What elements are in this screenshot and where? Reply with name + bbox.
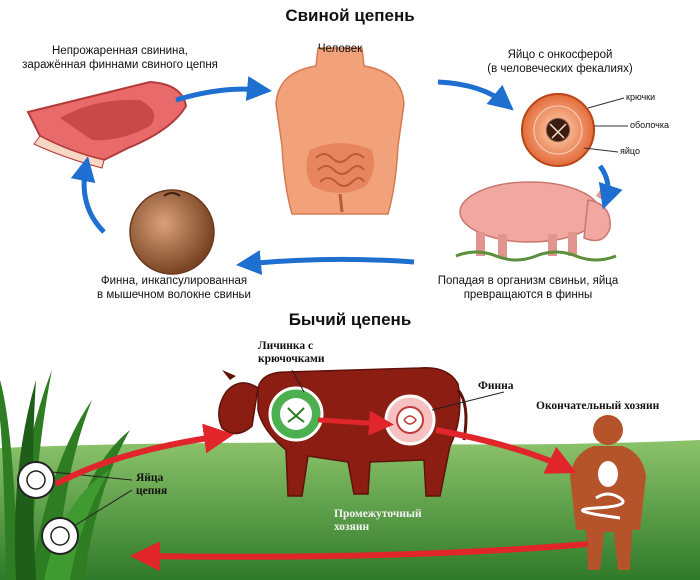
larva-label-line2: крючочками — [258, 353, 325, 365]
finna-label: Финна — [478, 380, 514, 392]
tapeworm-eggs-label-line2: цепня — [136, 485, 168, 497]
final-host-label: Окончательный хозяин — [536, 400, 660, 412]
egg-label-line1: Яйцо с онкосферой — [507, 49, 613, 61]
egg-label-line2: (в человеческих фекалиях) — [487, 63, 633, 75]
oncosphere-egg-illustration — [521, 93, 628, 167]
egg-part-hooks: крючки — [626, 92, 656, 102]
larva-label-line1: Личинка с — [258, 340, 314, 352]
intermediate-host-label: Промежуточный хозяин — [334, 508, 464, 534]
pork-cycle-arrows — [70, 76, 623, 276]
pork-meat-label: Непрожаренная свинина, заражённая финнам… — [2, 44, 238, 72]
final-host-illustration — [570, 415, 646, 570]
pig-label-line1: Попадая в организм свиньи, яйца — [437, 275, 619, 287]
ground — [0, 440, 700, 580]
egg-label: Яйцо с онкосферой (в человеческих фекали… — [470, 48, 650, 76]
pork-meat-label-line1: Непрожаренная свинина, — [52, 45, 188, 57]
pork-tapeworm-title: Свиной цепень — [285, 6, 415, 25]
larva-label: Личинка с крючочками — [258, 340, 358, 366]
tapeworm-eggs-label: Яйца цепня — [136, 472, 167, 498]
pig-label-line2: превращаются в финны — [463, 289, 593, 301]
tapeworm-eggs-label-line1: Яйца — [136, 472, 164, 484]
cow-illustration — [218, 367, 505, 497]
pig-label: Попадая в организм свиньи, яйца превраща… — [420, 274, 636, 302]
egg-part-egg: яйцо — [620, 146, 640, 156]
tapeworm-eggs-illustration — [17, 461, 133, 555]
intermediate-host-label-line2: хозяин — [334, 521, 370, 533]
cyst-label-line2: в мышечном волокне свиньи — [97, 289, 251, 301]
pork-meat-label-line2: заражённая финнами свиного цепня — [22, 59, 218, 71]
intermediate-host-label-line1: Промежуточный — [334, 508, 422, 520]
cyst-illustration — [129, 189, 215, 275]
human-label: Человек — [317, 43, 363, 55]
beef-cycle-arrows — [54, 410, 589, 572]
egg-part-shell: оболочка — [630, 120, 669, 130]
pork-meat-illustration — [26, 80, 188, 169]
pig-illustration — [455, 181, 617, 262]
cyst-label: Финна, инкапсулированная в мышечном воло… — [76, 274, 272, 302]
beef-tapeworm-title: Бычий цепень — [288, 310, 412, 329]
cyst-label-line1: Финна, инкапсулированная — [100, 275, 248, 287]
human-torso-illustration — [275, 47, 405, 215]
